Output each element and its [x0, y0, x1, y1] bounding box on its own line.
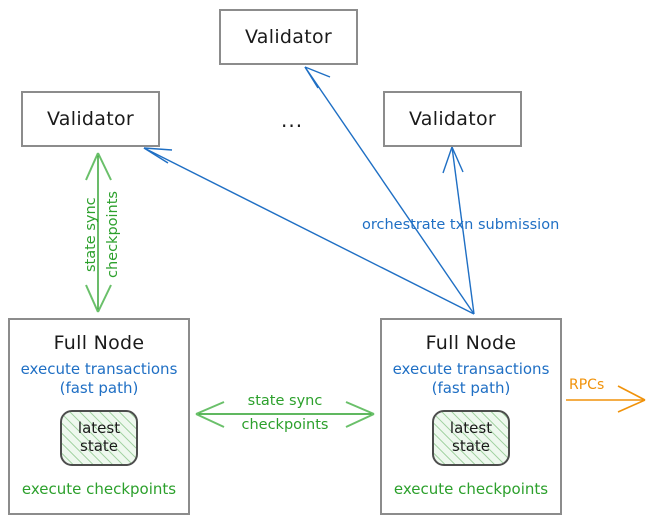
arrow-fullnode-to-validator-right [442, 146, 475, 315]
fullnode-left-green-text: execute checkpoints [21, 479, 177, 498]
latest-state-right-line2: state [452, 436, 490, 455]
arrow-state-sync-horizontal [195, 401, 375, 428]
fullnode-box-right[interactable]: Full Node execute transactions (fast pat… [380, 318, 562, 515]
fullnode-left-blue-text: execute transactions (fast path) [21, 360, 178, 398]
fullnode-right-green-text: execute checkpoints [393, 479, 549, 498]
arrow-fullnode-to-validator-left [143, 147, 475, 315]
validator-left-label: Validator [46, 108, 134, 130]
validator-box-right[interactable]: Validator [383, 91, 522, 147]
fullnode-right-blue-line2: (fast path) [431, 378, 511, 397]
validator-box-top[interactable]: Validator [219, 9, 358, 65]
fullnode-left-blue-line1: execute transactions [20, 360, 178, 378]
fullnode-left-title: Full Node [53, 332, 145, 354]
validator-top-label: Validator [244, 26, 332, 48]
latest-state-left-line1: latest [77, 419, 121, 438]
validator-box-left[interactable]: Validator [21, 91, 160, 147]
fullnode-box-left[interactable]: Full Node execute transactions (fast pat… [8, 318, 190, 515]
latest-state-right-line1: latest [449, 419, 493, 438]
arrow-fullnode-to-validator-top [304, 66, 475, 315]
fullnode-right-blue-text: execute transactions (fast path) [393, 360, 550, 398]
latest-state-left-line2: state [80, 436, 118, 455]
ellipsis-indicator: ... [281, 108, 304, 132]
fullnode-right-blue-line1: execute transactions [392, 360, 550, 378]
latest-state-box-left: latest state [60, 409, 138, 466]
fullnode-right-title: Full Node [425, 332, 517, 354]
fullnode-left-blue-line2: (fast path) [59, 378, 139, 397]
arrow-state-sync-vertical [85, 152, 112, 313]
arrow-rpcs [566, 385, 646, 413]
validator-right-label: Validator [408, 108, 496, 130]
latest-state-box-right: latest state [432, 409, 510, 466]
